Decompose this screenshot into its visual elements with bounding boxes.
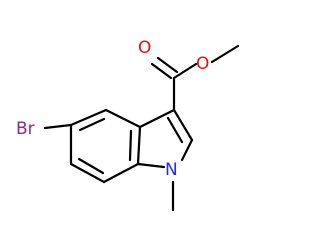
bond-c7a-c3a bbox=[136, 125, 142, 166]
bond-c3-c2-inner bbox=[166, 116, 184, 144]
atom-label-ester-oxygen: O bbox=[196, 54, 209, 74]
atom-label-br: Br bbox=[16, 119, 35, 139]
bond-c3-c2 bbox=[172, 108, 194, 142]
atom-label-ring-nitrogen: N bbox=[165, 160, 178, 180]
bond-c4-c5-inner bbox=[78, 117, 106, 132]
pyrrole-ring bbox=[136, 108, 194, 169]
molecule-structure: Br O O N bbox=[16, 38, 240, 212]
bond-n1-c7a bbox=[136, 162, 166, 169]
bond-c7-c7a bbox=[102, 162, 140, 184]
atom-label-carbonyl-oxygen: O bbox=[138, 38, 151, 58]
bond-c2-n1 bbox=[180, 138, 194, 162]
bond-c4-c5 bbox=[69, 108, 108, 127]
bond-c3a-c3 bbox=[138, 108, 176, 129]
bond-carbonyl-ester-o bbox=[172, 62, 198, 80]
bond-c6-c7 bbox=[69, 162, 106, 184]
bond-carbonyl-o-double-a bbox=[150, 62, 173, 80]
ester-group bbox=[150, 44, 240, 112]
bond-ester-o-methyl bbox=[210, 44, 240, 64]
bond-c5-br bbox=[43, 123, 73, 130]
bond-c6-c7-inner bbox=[77, 157, 105, 175]
bond-c7a-c3a-inner bbox=[128, 129, 133, 162]
bond-carbonyl-o-double-b bbox=[156, 56, 179, 74]
benzene-ring bbox=[69, 108, 142, 184]
bond-c3a-c4 bbox=[104, 108, 142, 129]
